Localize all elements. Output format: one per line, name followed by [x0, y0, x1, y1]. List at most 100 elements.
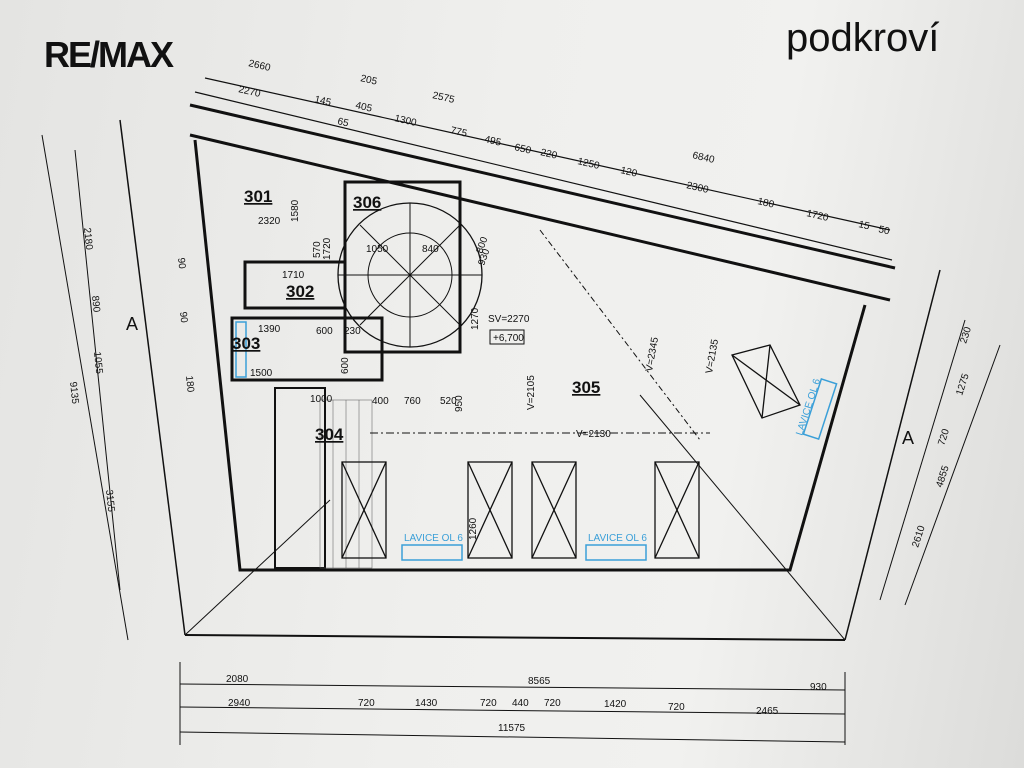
spiral-stair	[337, 202, 483, 348]
bottom-dim: 440	[512, 698, 529, 709]
elevation-box	[489, 329, 525, 345]
inner-dim: 600	[340, 357, 351, 374]
room-302: 302	[286, 282, 314, 301]
inner-dim: 1580	[290, 199, 301, 222]
inner-dim: 520	[440, 396, 457, 407]
top-dim: 495	[483, 134, 502, 149]
room-303-walls	[230, 316, 384, 382]
left-dim: 3155	[103, 489, 116, 513]
top-dim: 650	[513, 142, 532, 157]
bath-tub	[235, 321, 247, 378]
right-dim: 1275	[954, 372, 971, 397]
level-v4: V=2105	[526, 375, 537, 410]
bench-box-3	[802, 378, 838, 440]
top-dim-2575: 2575	[431, 90, 456, 106]
top-dim-205: 205	[359, 73, 378, 88]
top-dim-2270: 2270	[237, 84, 262, 100]
bottom-dim: 2940	[228, 698, 251, 709]
bottom-dim-lines	[179, 662, 846, 745]
left-dim: 9135	[67, 381, 80, 405]
elevation-label: +6,700	[493, 333, 524, 344]
left-dim: 2180	[81, 227, 94, 251]
top-dim: 120	[619, 165, 638, 180]
room-305: 305	[572, 378, 600, 397]
main-walls	[193, 139, 867, 572]
top-dim: 775	[449, 125, 468, 140]
level-v1: V=2130	[576, 429, 611, 440]
inner-dim: 1390	[258, 324, 281, 335]
top-dim-2660: 2660	[247, 58, 272, 74]
inner-dim: 950	[454, 395, 465, 412]
bench-label: LAVICE OL 6	[404, 533, 463, 544]
inner-dim: 760	[404, 396, 421, 407]
room-304-walls	[274, 387, 326, 569]
top-dim: 145	[313, 94, 332, 109]
right-dim: 720	[936, 427, 952, 447]
inner-dim: 600	[316, 326, 333, 337]
room-301: 301	[244, 187, 272, 206]
section-mark-a-left: A	[126, 314, 138, 334]
room-306-walls	[343, 180, 462, 354]
bottom-dim: 8565	[528, 676, 551, 687]
inner-dim: 230	[344, 326, 361, 337]
top-dim: 405	[354, 100, 373, 115]
top-dim: 50	[877, 224, 891, 237]
top-dim: 220	[539, 147, 558, 162]
left-dim: 90	[177, 311, 189, 324]
dim-line-top-1	[204, 77, 891, 231]
bench-label: LAVICE OL 6	[794, 377, 823, 437]
left-dim: 180	[183, 375, 196, 393]
room-304: 304	[315, 425, 344, 444]
outer-left-line	[119, 119, 186, 636]
right-dim: 2610	[910, 524, 927, 549]
bench-box-2	[585, 544, 647, 561]
inner-dim: 1270	[470, 307, 481, 330]
roof-diagonal	[639, 394, 846, 641]
bottom-dim-total: 11575	[498, 723, 526, 734]
inner-dim: 840	[422, 244, 439, 255]
level-sv: SV=2270	[488, 314, 530, 325]
inner-dim: 1720	[322, 237, 333, 260]
top-dim: 2300	[685, 180, 710, 196]
top-dim-6840: 6840	[691, 150, 716, 166]
bottom-dim: 930	[810, 682, 827, 693]
inner-dim: 1500	[250, 368, 273, 379]
room-306: 306	[353, 193, 381, 212]
bottom-dim: 720	[480, 698, 497, 709]
inner-dim: 1000	[310, 394, 333, 405]
top-dim: 15	[857, 219, 871, 232]
skylights	[341, 344, 801, 559]
roof-edge	[189, 103, 896, 270]
roof-diagonal	[539, 229, 701, 441]
outer-bottom-line	[184, 634, 846, 641]
bottom-dim: 1430	[415, 698, 438, 709]
bottom-dim: 2465	[756, 706, 779, 717]
inner-dim: 1260	[468, 517, 479, 540]
top-dim: 65	[336, 116, 350, 129]
remax-logo: RE/MAX	[44, 34, 174, 75]
inner-dim: 2320	[258, 216, 281, 227]
room-303: 303	[232, 334, 260, 353]
top-dim: 1250	[576, 156, 601, 172]
bottom-dim: 720	[544, 698, 561, 709]
right-dim-lines	[879, 319, 1001, 606]
right-dim: 230	[958, 325, 974, 345]
left-dim: 890	[89, 295, 102, 313]
top-dim: 180	[756, 196, 775, 211]
bottom-dim: 720	[668, 702, 685, 713]
inner-dim: 400	[372, 396, 389, 407]
inner-dim: 570	[312, 241, 323, 258]
level-v2: V=2345	[644, 336, 661, 373]
level-v3: V=2135	[704, 338, 721, 375]
floor-title: podkroví	[786, 16, 940, 60]
top-dim: 1720	[805, 208, 830, 224]
bench-box-1	[401, 544, 463, 561]
bottom-dim: 720	[358, 698, 375, 709]
bench-label: LAVICE OL 6	[588, 533, 647, 544]
bottom-dim: 2080	[226, 674, 249, 685]
top-dim: 1300	[393, 113, 418, 129]
left-dim-lines	[41, 134, 129, 641]
left-dim: 1055	[91, 351, 104, 375]
section-mark-a-right: A	[902, 428, 914, 448]
roof-diagonal	[184, 499, 331, 636]
